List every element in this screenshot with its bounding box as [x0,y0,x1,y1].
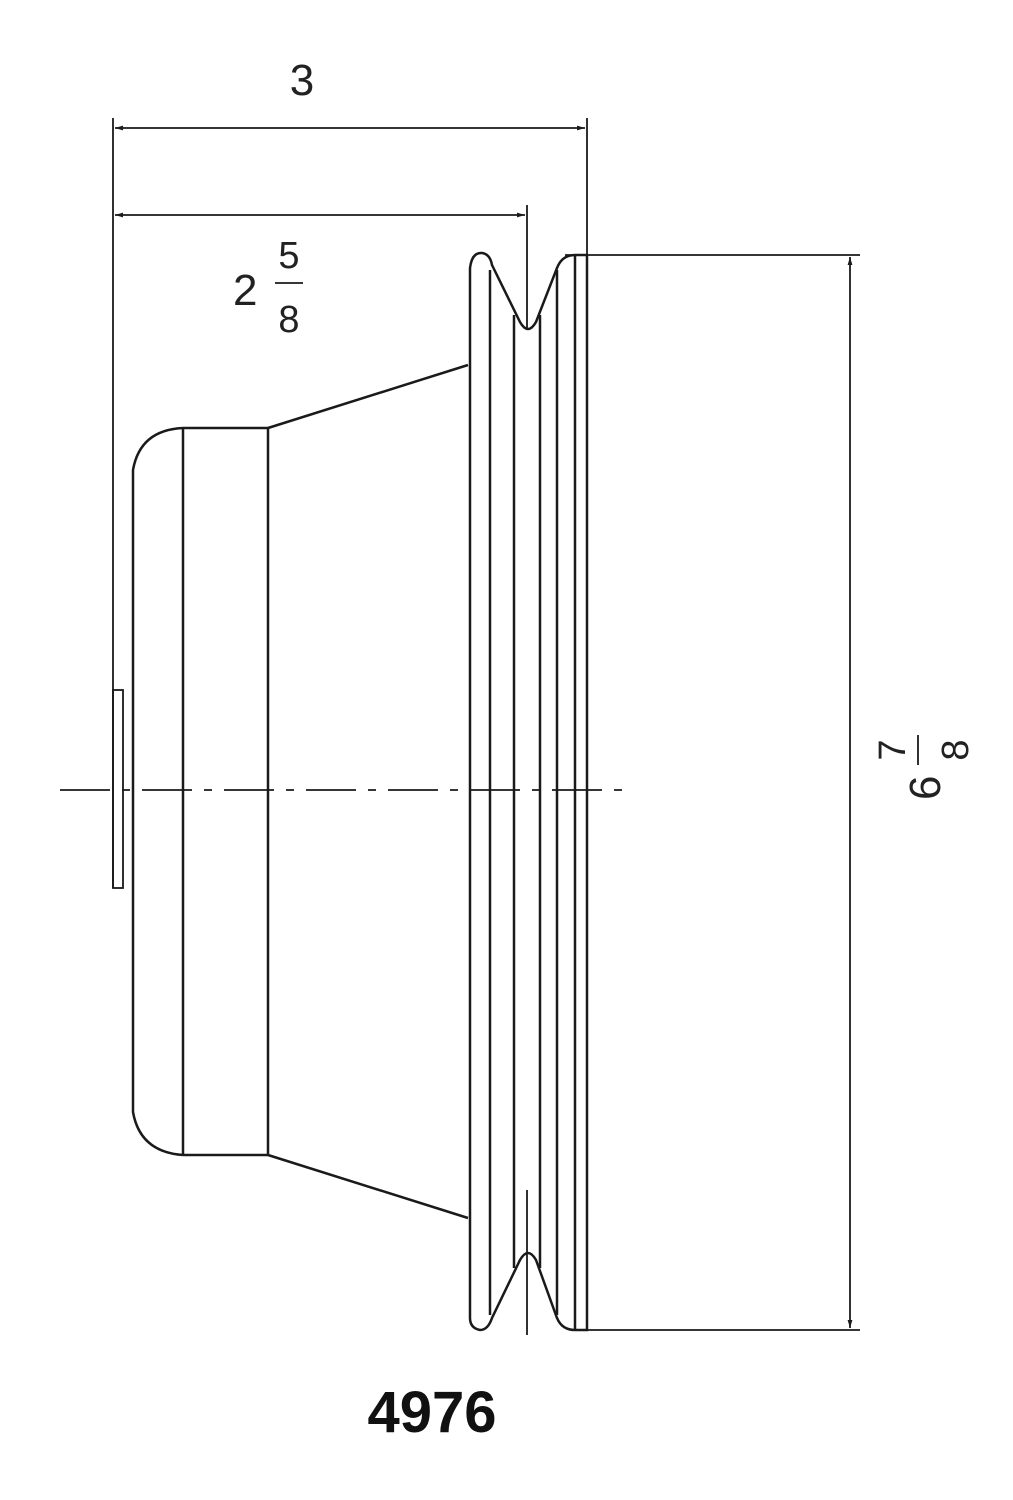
cone-edge-bottom [267,1153,469,1220]
dimension-overall-text: 3 [290,56,314,105]
groove-numerator: 5 [278,235,299,277]
groove-whole: 2 [233,266,257,315]
groove-denominator: 8 [278,299,299,341]
dimension-groove-text: 2 5 8 [233,235,303,341]
part-number-label: 4976 [367,1380,496,1445]
hub-tab [112,689,124,889]
cone-edge-top [267,363,469,430]
pulley-rim [468,251,589,1332]
diameter-whole: 6 [901,776,950,800]
diameter-numerator: 7 [872,739,914,760]
hub-nose [131,426,184,1157]
diameter-denominator: 8 [935,739,977,760]
dimension-diameter-text: 6 7 8 [872,735,977,800]
